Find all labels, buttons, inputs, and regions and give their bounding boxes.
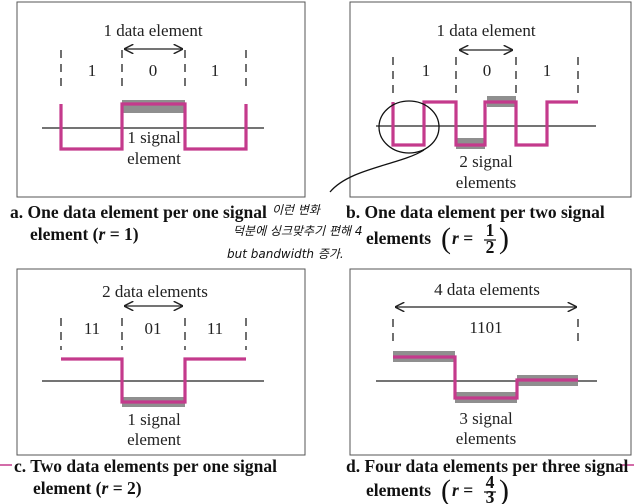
caption-b-line2: elements xyxy=(366,228,431,248)
panel-b-bit: 1 xyxy=(422,61,431,80)
caption-d-frac-den: 3 xyxy=(486,487,495,504)
panel-d-signal xyxy=(393,355,578,400)
panel-a-signal xyxy=(59,102,248,151)
caption-b-frac-den: 2 xyxy=(486,237,495,257)
panel-d-header: 4 data elements xyxy=(434,280,540,299)
caption-b-close-paren: ) xyxy=(499,222,509,255)
panel-d-signal-label: 3 signal xyxy=(459,409,513,428)
panel-a: 1 data element 1 0 1 1 signal element xyxy=(16,1,306,198)
caption-b-r: r = xyxy=(452,228,473,248)
caption-c-line2: element (r = 2) xyxy=(33,478,142,498)
panel-b-bit: 1 xyxy=(543,61,552,80)
panel-a-header: 1 data element xyxy=(103,21,202,40)
panel-c-bit: 01 xyxy=(145,319,162,338)
caption-c-line1: c. Two data elements per one signal xyxy=(14,456,277,476)
panel-b-signal xyxy=(391,100,578,147)
caption-d-r: r = xyxy=(452,480,473,500)
panel-d: 4 data elements 1101 3 signal elements xyxy=(349,268,632,456)
caption-d-line2: elements xyxy=(366,480,431,500)
panel-c-frame xyxy=(16,268,306,456)
panel-b-signal-label: 2 signal xyxy=(459,152,513,171)
panel-c-header: 2 data elements xyxy=(102,282,208,301)
panel-c-bit: 11 xyxy=(84,319,100,338)
panel-a-signal-label: 1 signal xyxy=(127,128,181,147)
caption-d-frac-num: 4 xyxy=(486,472,495,492)
panel-a-bit: 1 xyxy=(88,61,97,80)
panel-a-bit: 0 xyxy=(149,61,158,80)
caption-a-line2: element (r = 1) xyxy=(30,224,139,244)
panel-c-bit: 11 xyxy=(207,319,223,338)
caption-a-line1: a. One data element per one signal xyxy=(10,202,267,222)
panel-b-bit: 0 xyxy=(483,61,492,80)
handwritten-circle xyxy=(378,100,440,154)
caption-b-line1: b. One data element per two signal xyxy=(346,202,605,222)
handwritten-note-1: 이런 변화 xyxy=(272,203,321,217)
panel-b-signal-label: elements xyxy=(456,173,516,192)
handwritten-note-3: but bandwidth 증가. xyxy=(227,247,344,261)
panel-b-header: 1 data element xyxy=(436,21,535,40)
caption-b-open-paren: ( xyxy=(441,222,451,255)
panel-d-bit: 1101 xyxy=(469,318,502,337)
panel-a-bit: 1 xyxy=(211,61,220,80)
panel-a-frame xyxy=(16,1,306,198)
panel-d-signal-label: elements xyxy=(456,429,516,448)
handwritten-arrow-line xyxy=(329,149,425,193)
caption-d-close-paren: ) xyxy=(499,474,509,504)
panel-d-frame xyxy=(349,268,632,456)
panel-c-signal xyxy=(61,357,246,404)
caption-d-line1: d. Four data elements per three signal xyxy=(346,456,629,476)
panel-b-frame xyxy=(349,1,632,198)
panel-c: 2 data elements 11 01 11 1 signal elemen… xyxy=(16,268,306,456)
panel-a-signal-label: element xyxy=(127,149,181,168)
caption-d-open-paren: ( xyxy=(441,474,451,504)
caption-b-frac-num: 1 xyxy=(486,220,495,240)
panel-c-signal-label: element xyxy=(127,430,181,449)
panel-c-signal-label: 1 signal xyxy=(127,410,181,429)
handwritten-note-2: 덕분에 싱크맞추기 편해 4 xyxy=(233,224,362,238)
panel-a-bandwidth-bar xyxy=(122,100,185,113)
panel-b: 1 data element 1 0 1 2 signal elements xyxy=(329,1,632,198)
